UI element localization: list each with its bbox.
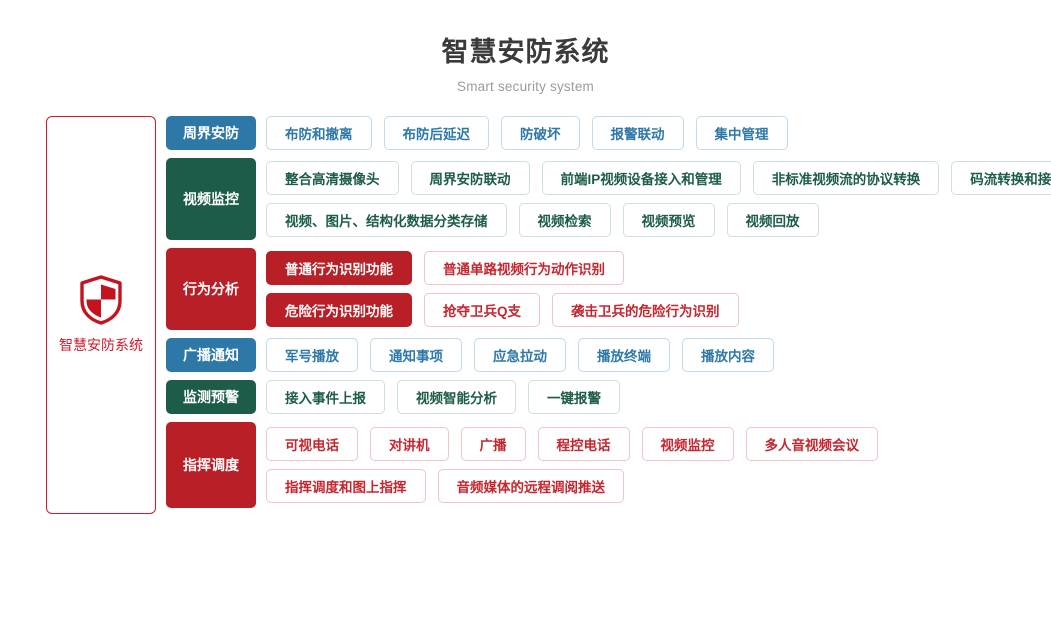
item-line: 布防和撤离 布防后延迟 防破坏 报警联动 集中管理 [266,115,1051,150]
feature-chip[interactable]: 一键报警 [528,379,620,414]
feature-chip[interactable]: 普通单路视频行为动作识别 [424,250,624,285]
feature-chip[interactable]: 抢夺卫兵Q支 [424,292,541,327]
category-row-perimeter: 周界安防 布防和撤离 布防后延迟 防破坏 报警联动 集中管理 [166,115,1051,150]
subcategory-chip[interactable]: 危险行为识别功能 [266,292,412,327]
page-title: 智慧安防系统 [441,37,610,67]
category-row-alerting: 监测预警 接入事件上报 视频智能分析 一键报警 [166,379,1051,414]
feature-chip[interactable]: 视频监控 [641,426,734,461]
category-row-dispatch: 指挥调度 可视电话 对讲机 广播 程控电话 视频监控 多人音视频会议 指挥调度和… [166,421,1051,508]
category-label-broadcast[interactable]: 广播通知 [166,337,256,372]
feature-chip[interactable]: 通知事项 [370,337,462,372]
item-line: 危险行为识别功能 抢夺卫兵Q支 袭击卫兵的危险行为识别 [266,292,1051,327]
system-panel: 智慧安防系统 [46,115,156,514]
item-line: 视频、图片、结构化数据分类存储 视频检索 视频预览 视频回放 [266,202,1051,237]
feature-chip[interactable]: 应急拉动 [474,337,566,372]
feature-chip[interactable]: 指挥调度和图上指挥 [266,468,426,503]
feature-chip[interactable]: 整合高清摄像头 [266,160,399,195]
feature-chip[interactable]: 视频预览 [622,202,715,237]
feature-chip[interactable]: 布防后延迟 [383,115,489,150]
row-items-behaviour: 普通行为识别功能 普通单路视频行为动作识别 危险行为识别功能 抢夺卫兵Q支 袭击… [266,248,1051,330]
item-line: 指挥调度和图上指挥 音频媒体的远程调阅推送 [266,468,1051,503]
feature-chip[interactable]: 周界安防联动 [410,160,530,195]
subcategory-chip[interactable]: 普通行为识别功能 [266,250,412,285]
item-line: 接入事件上报 视频智能分析 一键报警 [266,379,1051,414]
feature-chip[interactable]: 接入事件上报 [266,379,385,414]
shield-icon [79,275,123,325]
feature-chip[interactable]: 播放终端 [578,337,670,372]
feature-chip[interactable]: 程控电话 [537,426,630,461]
feature-chip[interactable]: 集中管理 [695,115,788,150]
feature-chip[interactable]: 军号播放 [266,337,358,372]
item-line: 军号播放 通知事项 应急拉动 播放终端 播放内容 [266,337,1051,372]
feature-chip[interactable]: 布防和撤离 [266,115,372,150]
feature-chip[interactable]: 多人音视频会议 [745,426,878,461]
row-items-alerting: 接入事件上报 视频智能分析 一键报警 [266,379,1051,414]
feature-chip[interactable]: 前端IP视频设备接入和管理 [541,160,741,195]
feature-chip[interactable]: 广播 [460,426,526,461]
feature-chip[interactable]: 非标准视频流的协议转换 [752,160,940,195]
feature-chip[interactable]: 视频检索 [518,202,611,237]
feature-chip[interactable]: 对讲机 [370,426,449,461]
category-row-behaviour: 行为分析 普通行为识别功能 普通单路视频行为动作识别 危险行为识别功能 抢夺卫兵… [166,247,1051,330]
feature-chip[interactable]: 播放内容 [682,337,774,372]
category-label-video[interactable]: 视频监控 [166,157,256,240]
item-line: 普通行为识别功能 普通单路视频行为动作识别 [266,250,1051,285]
item-line: 可视电话 对讲机 广播 程控电话 视频监控 多人音视频会议 [266,426,1051,461]
category-row-broadcast: 广播通知 军号播放 通知事项 应急拉动 播放终端 播放内容 [166,337,1051,372]
feature-chip[interactable]: 视频回放 [726,202,819,237]
row-items-dispatch: 可视电话 对讲机 广播 程控电话 视频监控 多人音视频会议 指挥调度和图上指挥 … [266,422,1051,508]
feature-chip[interactable]: 视频智能分析 [397,379,516,414]
row-items-broadcast: 军号播放 通知事项 应急拉动 播放终端 播放内容 [266,337,1051,372]
category-row-video: 视频监控 整合高清摄像头 周界安防联动 前端IP视频设备接入和管理 非标准视频流… [166,157,1051,240]
feature-chip[interactable]: 防破坏 [501,115,580,150]
page-subtitle: Smart security system [457,78,594,94]
row-items-video: 整合高清摄像头 周界安防联动 前端IP视频设备接入和管理 非标准视频流的协议转换… [266,158,1051,240]
page-header: 智慧安防系统 Smart security system [0,0,1051,94]
category-label-behaviour[interactable]: 行为分析 [166,247,256,330]
row-items-perimeter: 布防和撤离 布防后延迟 防破坏 报警联动 集中管理 [266,115,1051,150]
system-panel-label: 智慧安防系统 [59,336,143,353]
feature-chip[interactable]: 音频媒体的远程调阅推送 [437,468,624,503]
item-line: 整合高清摄像头 周界安防联动 前端IP视频设备接入和管理 非标准视频流的协议转换… [266,160,1051,195]
feature-chip[interactable]: 视频、图片、结构化数据分类存储 [266,202,507,237]
category-label-dispatch[interactable]: 指挥调度 [166,421,256,508]
category-label-alerting[interactable]: 监测预警 [166,379,256,414]
category-label-perimeter[interactable]: 周界安防 [166,115,256,150]
category-rows: 周界安防 布防和撤离 布防后延迟 防破坏 报警联动 集中管理 视频监控 整合高清… [166,115,1051,508]
feature-chip[interactable]: 码流转换和接口转换 [951,160,1051,195]
architecture-diagram: 智慧安防系统 周界安防 布防和撤离 布防后延迟 防破坏 报警联动 集中管理 视频… [0,115,1051,514]
feature-chip[interactable]: 可视电话 [266,426,358,461]
feature-chip[interactable]: 报警联动 [591,115,684,150]
feature-chip[interactable]: 袭击卫兵的危险行为识别 [552,292,739,327]
